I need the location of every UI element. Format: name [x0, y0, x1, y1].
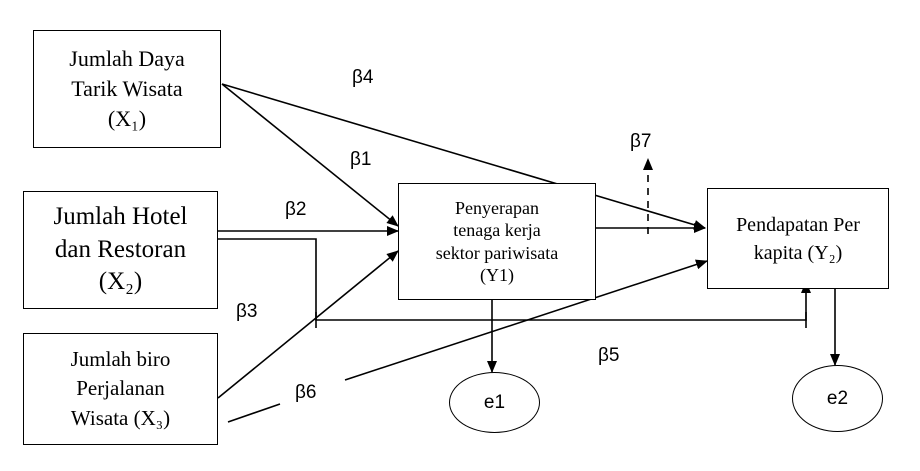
- node-x2-line-3: (X₂): [98, 268, 143, 296]
- node-x3-line-2: Perjalanan: [76, 376, 165, 401]
- node-y1-line-1: Penyerapan: [455, 197, 539, 218]
- node-e2-label: e2: [826, 387, 849, 409]
- node-e1-label: e1: [483, 391, 506, 413]
- node-y1: Penyerapan tenaga kerja sektor pariwisat…: [398, 183, 596, 300]
- node-x2: Jumlah Hotel dan Restoran (X₂): [23, 191, 218, 309]
- path-x3-y1: [217, 250, 399, 399]
- node-x2-line-1: Jumlah Hotel: [53, 203, 188, 231]
- node-y2: Pendapatan Per kapita (Y₂): [707, 188, 889, 289]
- node-y2-line-1: Pendapatan Per: [736, 213, 860, 236]
- node-e1: e1: [449, 372, 540, 433]
- node-x3: Jumlah biro Perjalanan Wisata (X₃): [23, 333, 218, 445]
- path-x1-y1: [221, 83, 399, 227]
- node-x1-line-3: (X₁): [107, 105, 147, 131]
- node-x1-line-2: Tarik Wisata: [71, 76, 183, 102]
- node-e2: e2: [792, 365, 883, 432]
- node-y1-line-2: tenaga kerja: [453, 220, 541, 240]
- path-x1-y2: [221, 83, 706, 230]
- label-beta2: β2: [285, 199, 307, 220]
- node-y1-line-3: sektor pariwisata: [435, 242, 559, 263]
- path-x3-y2-part1: [227, 403, 281, 423]
- node-x3-line-1: Jumlah biro: [70, 346, 171, 371]
- label-beta5: β5: [598, 345, 620, 366]
- label-beta1: β1: [350, 149, 372, 170]
- label-beta7: β7: [630, 131, 652, 152]
- path-x3-y2-part2: [344, 259, 708, 381]
- node-x1: Jumlah Daya Tarik Wisata (X₁): [33, 30, 221, 148]
- node-x2-line-2: dan Restoran: [54, 235, 187, 263]
- label-beta3: β3: [236, 301, 258, 322]
- node-y1-line-4: (Y1): [480, 265, 514, 285]
- node-x1-line-1: Jumlah Daya: [69, 46, 185, 72]
- node-y2-line-2: kapita (Y₂): [753, 241, 843, 264]
- node-x3-line-3: Wisata (X₃): [70, 405, 171, 430]
- label-beta6: β6: [295, 382, 317, 403]
- label-beta4: β4: [352, 67, 374, 88]
